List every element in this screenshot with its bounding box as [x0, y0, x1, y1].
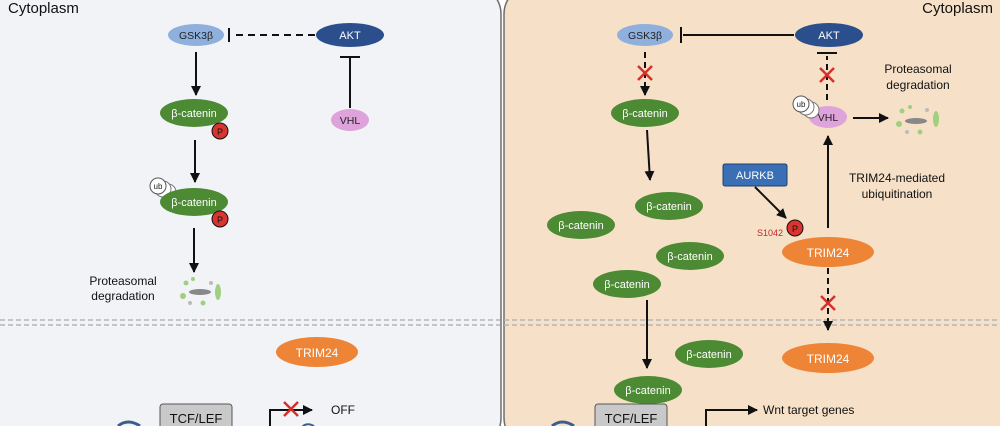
right-arrow-aurkb-phosphorylates [754, 186, 787, 219]
left-tcf-lef-label: TCF/LEF [170, 411, 223, 426]
right-degradation-line2: degradation [886, 78, 949, 92]
right-bcatenin-node-2 [635, 192, 703, 220]
left-transcription-arrow [269, 405, 313, 426]
right-target-genes-label: Wnt target genes [763, 403, 854, 417]
right-degradation-line1: Proteasomal [884, 62, 951, 76]
right-bcatenin-node-4 [656, 242, 724, 270]
left-bcatenin-label: β-catenin [171, 108, 216, 120]
right-aurkb-label: AURKB [736, 170, 774, 182]
right-bcatenin-label-4: β-catenin [667, 251, 712, 263]
right-gsk3b-node [617, 24, 673, 46]
right-tcf-lef-box [594, 403, 668, 426]
left-tcf-lef-box [159, 403, 233, 426]
left-transcription-block-cross-icon [283, 401, 299, 417]
left-trim24-label: TRIM24 [296, 346, 339, 360]
left-region-label: Cytoplasm [8, 0, 79, 17]
right-bcatenin-label-7: β-catenin [625, 385, 670, 397]
right-vhl-block-cross-icon [819, 67, 835, 83]
left-akt-label: AKT [339, 30, 361, 42]
right-ubiquitination-line1: TRIM24-mediated [849, 171, 945, 185]
right-bcatenin-label-2: β-catenin [646, 201, 691, 213]
right-trim24-label: TRIM24 [807, 246, 850, 260]
left-phospho-badge-2 [211, 210, 229, 228]
left-phospho-badge [211, 122, 229, 140]
right-bcatenin-label-5: β-catenin [604, 279, 649, 291]
right-panel: Cytoplasm GSK3β AKT β-catenin β-catenin … [503, 0, 1000, 426]
left-gsk3b-label: GSK3β [179, 30, 213, 42]
right-region-label: Cytoplasm [922, 0, 993, 17]
right-trim24-node [782, 237, 874, 267]
right-gsk3b-block-cross-icon [637, 65, 653, 81]
left-ub-bcatenin-label: β-catenin [171, 197, 216, 209]
right-proteasome-fragments-icon [896, 105, 939, 135]
right-bcatenin-node-6 [675, 340, 743, 368]
right-arrow-bcatenin-accumulation [644, 129, 655, 181]
left-degradation-line2: degradation [91, 289, 154, 303]
left-bcatenin-node [160, 99, 228, 127]
right-vhl-label: VHL [818, 112, 839, 124]
right-tcf-lef-label: TCF/LEF [605, 411, 658, 426]
right-bcatenin-label-1: β-catenin [622, 108, 667, 120]
left-degradation-line1: Proteasomal [89, 274, 156, 288]
right-bcatenin-node-1 [611, 99, 679, 127]
left-vhl-node [331, 109, 369, 131]
right-bcatenin-label-6: β-catenin [686, 349, 731, 361]
right-transcription-arrow [705, 405, 758, 426]
right-dna-strand [551, 420, 575, 426]
left-phospho-label-2: P [217, 215, 223, 225]
right-phospho-label: P [792, 224, 798, 234]
left-trim24-node [276, 337, 358, 367]
right-ub-label: ub [797, 100, 806, 109]
right-gsk3b-label: GSK3β [628, 30, 662, 42]
left-gsk3b-node [168, 24, 224, 46]
left-dna-strand-2 [301, 423, 315, 426]
right-bcatenin-node-7 [614, 376, 682, 404]
right-trim24-nuclear-label: TRIM24 [807, 352, 850, 366]
left-off-label: OFF [331, 403, 355, 417]
right-bcatenin-label-3: β-catenin [558, 220, 603, 232]
left-vhl-label: VHL [340, 115, 361, 127]
left-akt-node [316, 23, 384, 47]
right-bcatenin-node-3 [547, 211, 615, 239]
left-proteasome-fragments-icon [180, 277, 221, 306]
right-akt-label: AKT [818, 30, 840, 42]
left-ub-circle-front [149, 177, 167, 195]
left-panel: Cytoplasm GSK3β AKT VHL β-catenin P ub β… [0, 0, 502, 426]
left-cell-background [0, 0, 502, 426]
right-bcatenin-node-5 [593, 270, 661, 298]
left-ub-label: ub [154, 182, 163, 191]
right-aurkb-node [722, 163, 788, 187]
right-phospho-badge [786, 219, 804, 237]
right-site-label: S1042 [757, 228, 783, 238]
right-ub-circle-front [792, 95, 810, 113]
left-ub-bcatenin-node [160, 188, 228, 216]
right-ubiquitination-line2: ubiquitination [862, 187, 933, 201]
right-akt-node [795, 23, 863, 47]
left-phospho-label: P [217, 127, 223, 137]
right-trim24-nuclear-node [782, 343, 874, 373]
right-trim24-block-cross-icon [820, 295, 836, 311]
left-dna-strand [117, 420, 141, 426]
